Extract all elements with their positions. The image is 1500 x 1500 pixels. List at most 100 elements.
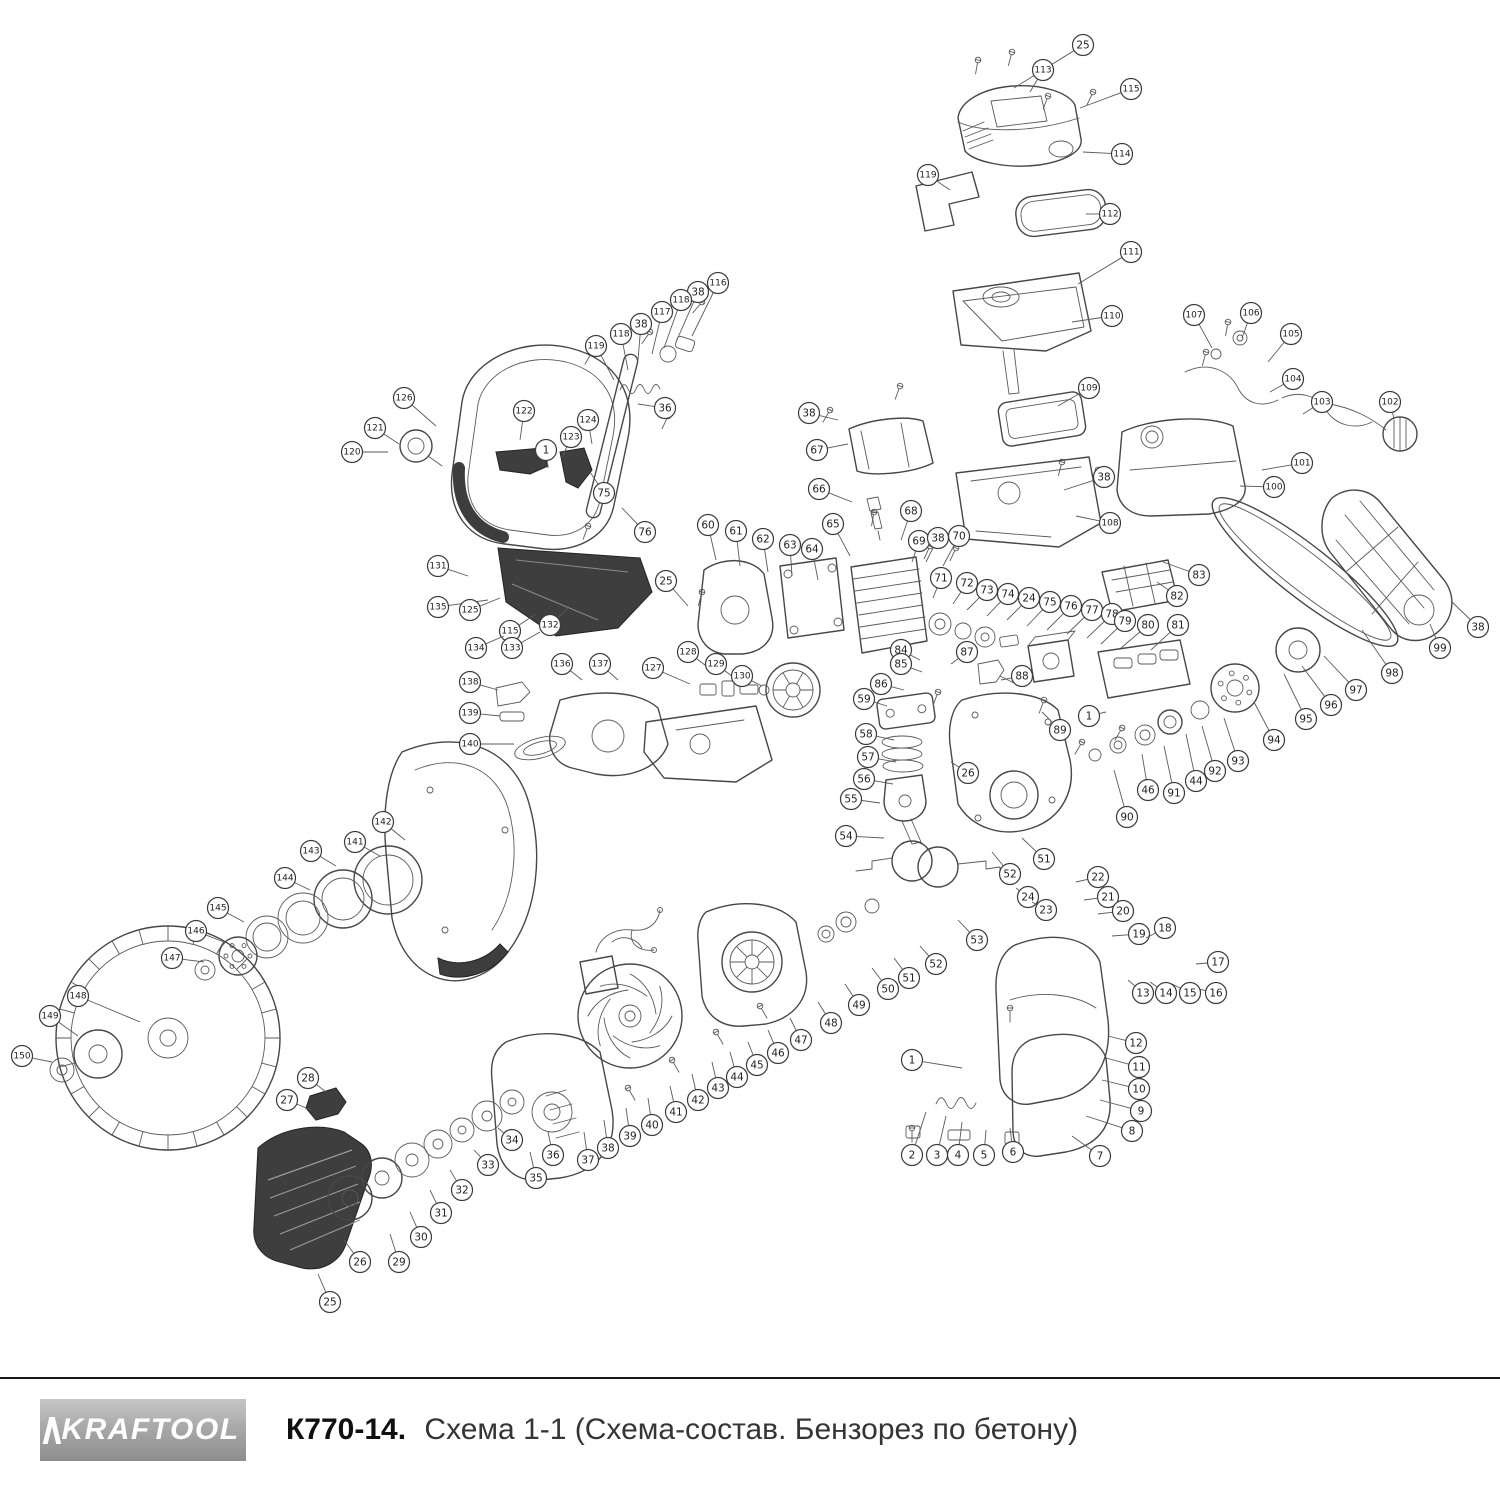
svg-text:119: 119 xyxy=(919,171,936,181)
svg-text:29: 29 xyxy=(392,1257,405,1269)
svg-text:82: 82 xyxy=(1170,591,1183,603)
svg-text:59: 59 xyxy=(857,694,870,706)
kraftool-logo: KRAFTOOL xyxy=(40,1399,246,1461)
svg-text:119: 119 xyxy=(587,342,604,352)
ignition-coil-drawing xyxy=(579,907,663,995)
svg-text:71: 71 xyxy=(934,573,947,585)
svg-text:33: 33 xyxy=(481,1160,494,1172)
part-callout-18: 18 xyxy=(1145,916,1177,940)
part-callout-76: 76 xyxy=(621,507,657,544)
svg-text:127: 127 xyxy=(644,664,661,674)
part-callout-17: 17 xyxy=(1195,950,1230,974)
part-callout-72: 72 xyxy=(952,571,979,605)
svg-text:107: 107 xyxy=(1185,311,1202,321)
svg-text:36: 36 xyxy=(658,403,672,415)
part-callout-79: 79 xyxy=(1100,609,1137,645)
hand-guard-drawing xyxy=(497,547,653,637)
svg-text:55: 55 xyxy=(844,794,857,806)
part-callout-37: 37 xyxy=(576,1131,600,1172)
svg-text:19: 19 xyxy=(1132,929,1145,941)
part-callout-44: 44 xyxy=(1184,733,1208,793)
svg-text:90: 90 xyxy=(1120,812,1133,824)
svg-text:37: 37 xyxy=(581,1155,594,1167)
svg-text:85: 85 xyxy=(894,659,907,671)
svg-text:67: 67 xyxy=(810,445,823,457)
part-callout-70: 70 xyxy=(942,524,971,567)
svg-text:40: 40 xyxy=(645,1120,658,1132)
part-callout-39: 39 xyxy=(618,1107,642,1148)
svg-text:24: 24 xyxy=(1021,892,1035,904)
part-callout-25: 25 xyxy=(317,1273,342,1314)
svg-text:66: 66 xyxy=(812,484,826,496)
svg-text:23: 23 xyxy=(1039,905,1052,917)
svg-text:16: 16 xyxy=(1209,988,1223,1000)
svg-text:34: 34 xyxy=(505,1135,519,1147)
svg-text:15: 15 xyxy=(1183,988,1196,1000)
part-callout-119: 119 xyxy=(584,334,615,381)
part-callout-126: 126 xyxy=(392,386,437,427)
part-callout-47: 47 xyxy=(789,1017,813,1052)
filter-bracket-drawing xyxy=(1097,639,1191,699)
part-callout-13: 13 xyxy=(1127,979,1155,1005)
tank-housing-drawing xyxy=(1116,418,1246,517)
svg-text:138: 138 xyxy=(461,678,478,688)
part-callout-50: 50 xyxy=(871,967,900,1001)
svg-text:8: 8 xyxy=(1129,1126,1136,1138)
part-callout-28: 28 xyxy=(296,1066,327,1093)
footer: KRAFTOOL К770-14. Схема 1-1 (Схема-соста… xyxy=(0,1377,1500,1500)
part-callout-142: 142 xyxy=(371,810,406,841)
part-callout-134: 134 xyxy=(464,635,505,660)
svg-text:14: 14 xyxy=(1159,988,1173,1000)
flywheel-drawing xyxy=(577,963,683,1069)
svg-text:92: 92 xyxy=(1208,766,1221,778)
part-callout-20: 20 xyxy=(1097,899,1135,923)
svg-text:144: 144 xyxy=(276,874,293,884)
part-callout-48: 48 xyxy=(817,1001,843,1035)
svg-text:146: 146 xyxy=(187,927,204,937)
svg-text:118: 118 xyxy=(672,296,689,306)
svg-text:75: 75 xyxy=(597,488,610,500)
part-callout-105: 105 xyxy=(1267,322,1303,363)
part-callout-118: 118 xyxy=(663,288,693,349)
part-callout-51: 51 xyxy=(1021,837,1056,871)
part-callout-121: 121 xyxy=(363,416,400,445)
part-callout-46: 46 xyxy=(1136,753,1160,802)
svg-text:63: 63 xyxy=(783,540,796,552)
svg-text:121: 121 xyxy=(366,424,383,434)
svg-text:100: 100 xyxy=(1265,483,1282,493)
svg-text:98: 98 xyxy=(1385,668,1398,680)
part-callout-138: 138 xyxy=(458,670,499,694)
svg-text:149: 149 xyxy=(41,1012,58,1022)
part-callout-3: 3 xyxy=(925,1115,949,1167)
svg-text:97: 97 xyxy=(1349,685,1362,697)
part-callout-88: 88 xyxy=(1000,664,1034,688)
part-callout-97: 97 xyxy=(1323,655,1368,702)
svg-text:58: 58 xyxy=(859,729,872,741)
svg-text:57: 57 xyxy=(861,752,874,764)
svg-text:147: 147 xyxy=(163,954,180,964)
part-callout-149: 149 xyxy=(38,1004,79,1037)
svg-text:81: 81 xyxy=(1171,620,1184,632)
svg-text:76: 76 xyxy=(1064,601,1078,613)
part-callout-95: 95 xyxy=(1283,673,1318,731)
fuel-hose-drawing xyxy=(1184,330,1418,452)
part-callout-85: 85 xyxy=(889,652,923,676)
svg-text:130: 130 xyxy=(733,672,750,682)
air-filter-cover-drawing xyxy=(957,84,1082,167)
part-callout-42: 42 xyxy=(686,1073,710,1112)
svg-text:83: 83 xyxy=(1192,570,1205,582)
svg-text:102: 102 xyxy=(1381,398,1398,408)
knob-drawing xyxy=(399,429,443,467)
svg-text:150: 150 xyxy=(13,1052,30,1062)
part-callout-23: 23 xyxy=(1031,898,1058,922)
svg-text:46: 46 xyxy=(1141,785,1155,797)
part-callout-143: 143 xyxy=(299,839,337,867)
fan-clutch-drawing xyxy=(697,898,880,1027)
svg-text:75: 75 xyxy=(1043,597,1056,609)
part-callout-60: 60 xyxy=(696,513,720,561)
part-callout-89: 89 xyxy=(1041,711,1072,742)
svg-text:20: 20 xyxy=(1116,906,1129,918)
svg-text:17: 17 xyxy=(1211,957,1224,969)
rear-housing-drawing xyxy=(905,936,1111,1157)
